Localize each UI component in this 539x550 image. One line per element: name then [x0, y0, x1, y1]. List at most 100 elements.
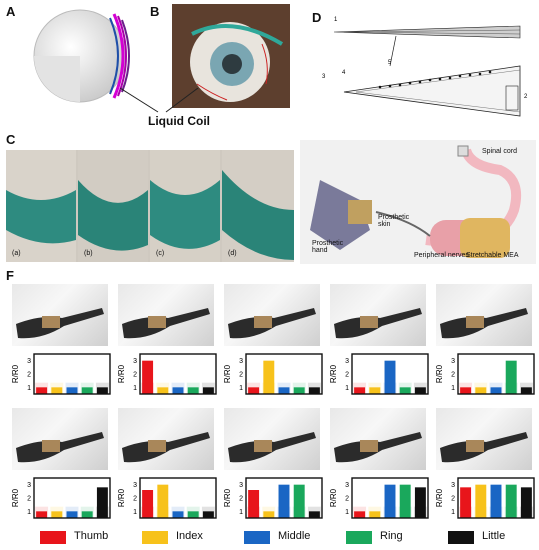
- bar-middle: [490, 387, 502, 394]
- bar-thumb: [248, 387, 260, 394]
- y-tick-label: 2: [239, 372, 243, 379]
- schematic-label-5: 5: [388, 60, 392, 66]
- stretch-test-photos: [6, 150, 294, 262]
- schematic-label-1: 1: [334, 17, 338, 23]
- y-tick-label: 2: [133, 496, 137, 503]
- y-tick-label: 1: [27, 509, 31, 516]
- y-tick-label: 1: [27, 385, 31, 392]
- schematic-label-4: 4: [342, 70, 346, 76]
- bar-middle: [384, 360, 396, 394]
- bar-little: [414, 387, 426, 394]
- legend-label-middle: Middle: [278, 530, 311, 542]
- peripheral-nerves-label: Peripheral nerves: [414, 252, 469, 259]
- y-tick-label: 1: [345, 509, 349, 516]
- legend-label-thumb: Thumb: [74, 530, 109, 542]
- bar-ring: [399, 484, 411, 518]
- bar-thumb: [36, 511, 48, 518]
- glove-photo-r2-c1: [12, 408, 108, 470]
- bar-thumb: [36, 387, 48, 394]
- bar-little: [308, 511, 320, 518]
- y-tick-label: 1: [451, 385, 455, 392]
- glove-photo-r2-c4: [330, 408, 426, 470]
- bar-index: [475, 387, 487, 394]
- bar-ring: [81, 387, 93, 394]
- coil-pointer-lines: [120, 88, 199, 113]
- bar-thumb: [354, 387, 366, 394]
- bar-middle: [66, 511, 78, 518]
- y-tick-label: 1: [239, 509, 243, 516]
- y-tick-label: 3: [133, 358, 137, 365]
- glove-photo-r1-c5: [436, 284, 532, 346]
- bar-thumb: [460, 487, 472, 518]
- bar-ring: [399, 387, 411, 394]
- plot-frame: [139, 477, 217, 519]
- bar-ring: [81, 511, 93, 518]
- y-tick-label: 1: [345, 385, 349, 392]
- schematic-label-3: 3: [322, 74, 326, 80]
- glove-photo-r2-c2: [118, 408, 214, 470]
- y-tick-label: 2: [133, 372, 137, 379]
- y-tick-label: 3: [133, 482, 137, 489]
- glove-photo-r1-c3: [224, 284, 320, 346]
- bar-index: [475, 484, 487, 518]
- plot-frame: [33, 477, 111, 519]
- y-axis-label: R/R0: [118, 364, 126, 383]
- bar-index: [157, 484, 169, 518]
- sub-label-b: (b): [84, 250, 93, 257]
- y-tick-label: 2: [451, 372, 455, 379]
- bar-little: [520, 387, 532, 394]
- legend-label-little: Little: [482, 530, 506, 542]
- plot-frame: [139, 353, 217, 395]
- bar-middle: [278, 387, 290, 394]
- y-tick-label: 3: [239, 482, 243, 489]
- bar-ring: [505, 484, 517, 518]
- legend-swatch-ring: [346, 531, 372, 544]
- legend-swatch-middle: [244, 531, 270, 544]
- bar-index: [263, 360, 275, 394]
- y-tick-label: 3: [27, 482, 31, 489]
- y-axis-label: R/R0: [330, 364, 338, 383]
- y-tick-label: 3: [345, 482, 349, 489]
- bar-middle: [384, 484, 396, 518]
- plot-frame: [245, 353, 323, 395]
- bar-thumb: [248, 490, 260, 518]
- bar-little: [414, 487, 426, 518]
- y-tick-label: 3: [451, 482, 455, 489]
- bar-ring: [293, 387, 305, 394]
- bar-middle: [172, 387, 184, 394]
- bar-thumb: [142, 490, 154, 518]
- legend-swatch-thumb: [40, 531, 66, 544]
- panel-b-label: B: [150, 4, 160, 19]
- bar-middle: [172, 511, 184, 518]
- prosthetic-system-illustration: [300, 140, 536, 264]
- panel-f-label: F: [6, 268, 14, 283]
- y-tick-label: 1: [239, 385, 243, 392]
- bar-index: [263, 511, 275, 518]
- y-tick-label: 3: [451, 358, 455, 365]
- bar-thumb: [460, 387, 472, 394]
- legend-swatch-little: [448, 531, 474, 544]
- y-tick-label: 2: [345, 496, 349, 503]
- panel-d-label: D: [312, 10, 322, 25]
- plot-frame: [457, 477, 535, 519]
- y-tick-label: 1: [451, 509, 455, 516]
- y-tick-label: 1: [133, 385, 137, 392]
- glove-photo-r1-c1: [12, 284, 108, 346]
- eye-model-photo: [172, 4, 290, 108]
- y-tick-label: 3: [345, 358, 349, 365]
- sub-label-d: (d): [228, 250, 237, 257]
- liquid-coil-label: Liquid Coil: [148, 114, 210, 128]
- bar-index: [369, 387, 381, 394]
- plot-frame: [33, 353, 111, 395]
- y-tick-label: 3: [239, 358, 243, 365]
- bar-little: [202, 387, 214, 394]
- plot-frame: [351, 477, 429, 519]
- prosthetic-skin-label: Prosthetic skin: [378, 214, 410, 228]
- y-axis-label: R/R0: [118, 488, 126, 507]
- bar-little: [96, 487, 108, 518]
- glove-photo-r1-c4: [330, 284, 426, 346]
